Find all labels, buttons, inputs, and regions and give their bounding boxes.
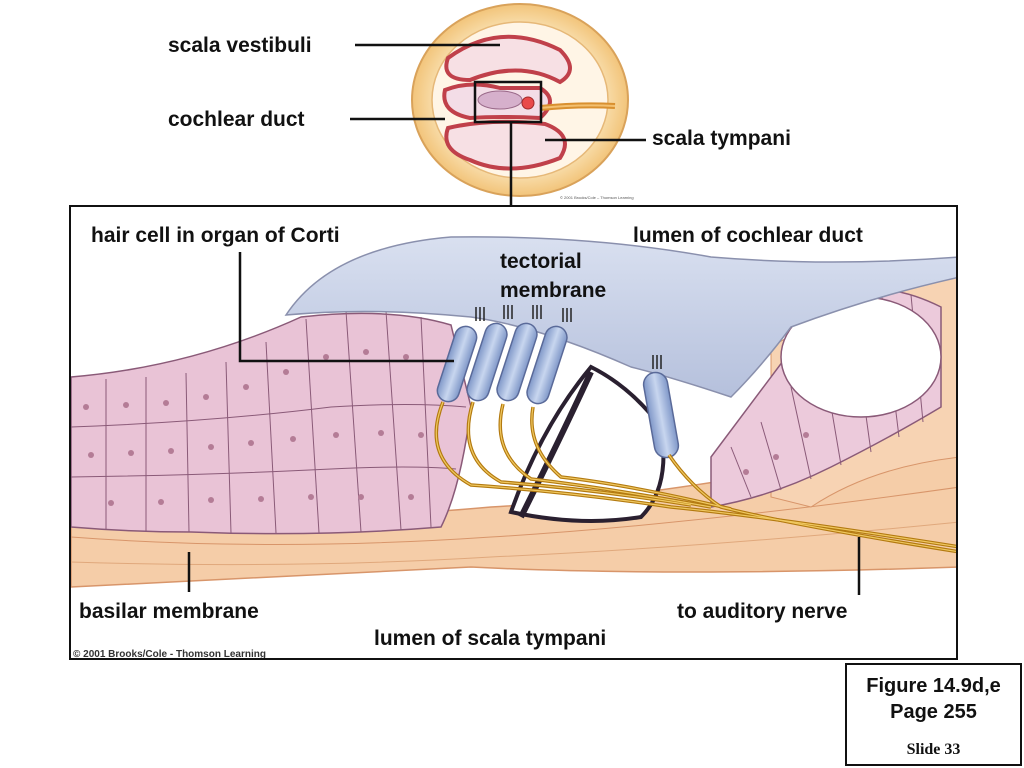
label-scala-tympani: scala tympani bbox=[652, 127, 791, 150]
label-scala-vestibuli: scala vestibuli bbox=[168, 34, 312, 57]
organ-of-corti-illustration bbox=[71, 236, 956, 595]
label-lumen-cochlear-duct: lumen of cochlear duct bbox=[633, 224, 863, 247]
label-to-auditory-nerve: to auditory nerve bbox=[677, 600, 848, 623]
label-cochlear-duct: cochlear duct bbox=[168, 108, 305, 131]
figure-number: Figure 14.9d,e bbox=[866, 675, 1001, 697]
inset-copyright: © 2001 Brooks/Cole – Thomson Learning bbox=[560, 195, 634, 200]
label-tectorial: tectorial bbox=[500, 250, 582, 273]
label-lumen-scala-tympani: lumen of scala tympani bbox=[374, 627, 607, 650]
label-membrane: membrane bbox=[500, 279, 607, 302]
label-hair-cell: hair cell in organ of Corti bbox=[91, 224, 340, 247]
panel-copyright: © 2001 Brooks/Cole - Thomson Learning bbox=[73, 649, 266, 660]
outer-hair-cells bbox=[436, 322, 568, 405]
page-number: Page 255 bbox=[890, 701, 977, 723]
slide-number: Slide 33 bbox=[906, 741, 961, 758]
figure-reference-box: Figure 14.9d,e Page 255 Slide 33 bbox=[845, 663, 1022, 766]
organ-of-corti-panel: © 2001 Brooks/Cole - Thomson Learning bbox=[69, 205, 958, 660]
label-basilar-membrane: basilar membrane bbox=[79, 600, 259, 623]
